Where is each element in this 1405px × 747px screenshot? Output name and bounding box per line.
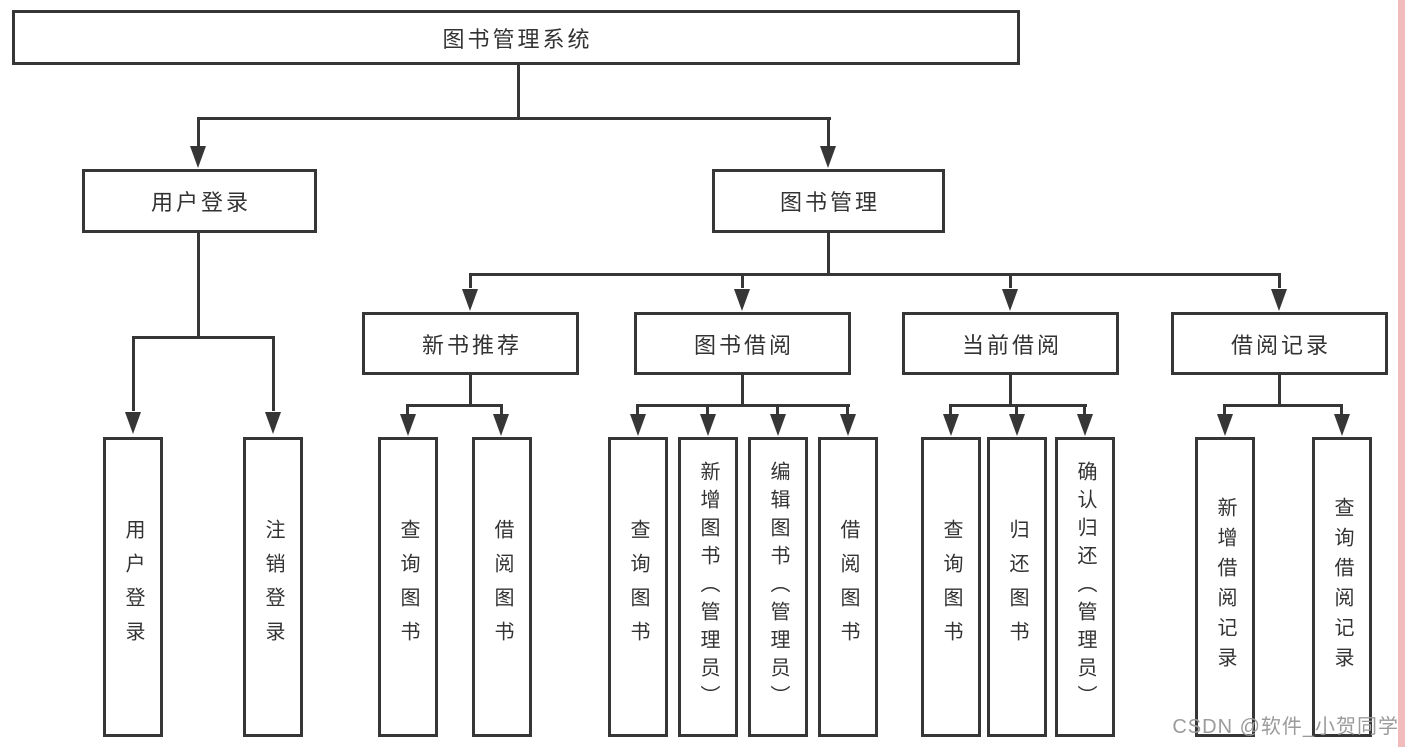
- node-label: 确认归还（管理员）: [1074, 461, 1096, 713]
- node-label: 图书借阅: [693, 332, 794, 358]
- leaf-query-books-borrowing: 查询图书: [608, 437, 668, 737]
- arrow-down-icon: [1009, 414, 1025, 436]
- connector-line: [741, 375, 744, 404]
- connector-line: [827, 120, 830, 147]
- arrow-down-icon: [265, 412, 281, 434]
- arrow-down-icon: [770, 414, 786, 436]
- connector-line: [1340, 407, 1343, 415]
- connector-line: [706, 407, 709, 415]
- connector-line: [1009, 276, 1012, 288]
- node-label: 查询图书: [397, 519, 419, 655]
- leaf-user-login: 用户登录: [103, 437, 163, 737]
- connector-line: [132, 336, 275, 339]
- connector-line: [469, 375, 472, 404]
- connector-line: [1009, 375, 1012, 404]
- connector-line: [1083, 407, 1086, 415]
- arrow-down-icon: [840, 414, 856, 436]
- node-label: 图书管理系统: [442, 26, 593, 52]
- connector-line: [636, 407, 639, 415]
- connector-line: [406, 407, 409, 415]
- node-label: 新增图书（管理员）: [697, 461, 719, 713]
- arrow-down-icon: [943, 414, 959, 436]
- node-label: 查询借阅记录: [1331, 497, 1353, 677]
- connector-line: [1223, 407, 1226, 415]
- node-label: 查询图书: [940, 519, 962, 655]
- node-label: 新书推荐: [421, 332, 522, 358]
- leaf-logout: 注销登录: [243, 437, 303, 737]
- connector-line: [500, 407, 503, 415]
- connector-line: [949, 407, 952, 415]
- connector-line: [846, 407, 849, 415]
- node-label: 用户登录: [150, 190, 251, 215]
- connector-line: [1278, 375, 1281, 404]
- connector-line: [827, 233, 830, 273]
- arrow-down-icon: [1002, 289, 1018, 311]
- arrow-down-icon: [1077, 414, 1093, 436]
- leaf-return-books: 归还图书: [987, 437, 1047, 737]
- node-label: 注销登录: [262, 519, 284, 655]
- node-label: 借阅图书: [837, 519, 859, 655]
- connector-line: [406, 404, 503, 407]
- node-new-book-recommendation: 新书推荐: [362, 312, 579, 375]
- node-label: 编辑图书（管理员）: [767, 461, 789, 713]
- node-label: 借阅记录: [1230, 332, 1331, 358]
- arrow-down-icon: [734, 289, 750, 311]
- connector-line: [1278, 276, 1281, 288]
- connector-line: [132, 339, 135, 411]
- csdn-watermark: CSDN @软件_小贺同学: [1172, 716, 1399, 738]
- right-edge-strip: [1398, 0, 1405, 747]
- arrow-down-icon: [400, 414, 416, 436]
- leaf-add-borrow-record: 新增借阅记录: [1195, 437, 1255, 737]
- arrow-down-icon: [462, 289, 478, 311]
- arrow-down-icon: [125, 412, 141, 434]
- arrow-down-icon: [190, 146, 206, 168]
- connector-line: [272, 339, 275, 411]
- arrow-down-icon: [630, 414, 646, 436]
- leaf-edit-book-admin: 编辑图书（管理员）: [748, 437, 808, 737]
- connector-line: [469, 276, 472, 288]
- node-label: 借阅图书: [491, 519, 513, 655]
- leaf-borrow-books-recommend: 借阅图书: [472, 437, 532, 737]
- leaf-confirm-return-admin: 确认归还（管理员）: [1055, 437, 1115, 737]
- node-label: 图书管理: [779, 190, 880, 215]
- node-library-management-system: 图书管理系统: [12, 10, 1020, 65]
- leaf-query-books-current: 查询图书: [921, 437, 981, 737]
- connector-line: [776, 407, 779, 415]
- node-current-borrowing: 当前借阅: [902, 312, 1119, 375]
- node-borrowing-records: 借阅记录: [1171, 312, 1388, 375]
- leaf-query-borrow-record: 查询借阅记录: [1312, 437, 1372, 737]
- leaf-add-book-admin: 新增图书（管理员）: [678, 437, 738, 737]
- connector-line: [197, 117, 831, 120]
- connector-line: [469, 273, 1281, 276]
- leaf-query-books-recommend: 查询图书: [378, 437, 438, 737]
- arrow-down-icon: [1217, 414, 1233, 436]
- node-label: 归还图书: [1006, 519, 1028, 655]
- connector-line: [949, 404, 1087, 407]
- node-label: 用户登录: [122, 519, 144, 655]
- connector-line: [741, 276, 744, 288]
- connector-line: [517, 65, 520, 117]
- arrow-down-icon: [1271, 289, 1287, 311]
- arrow-down-icon: [700, 414, 716, 436]
- connector-line: [197, 233, 200, 336]
- node-label: 当前借阅: [961, 332, 1062, 358]
- connector-line: [1015, 407, 1018, 415]
- node-book-management: 图书管理: [712, 169, 945, 233]
- arrow-down-icon: [820, 146, 836, 168]
- leaf-borrow-books-borrowing: 借阅图书: [818, 437, 878, 737]
- node-book-borrowing: 图书借阅: [634, 312, 851, 375]
- arrow-down-icon: [1334, 414, 1350, 436]
- node-user-login: 用户登录: [82, 169, 317, 233]
- connector-line: [1223, 404, 1343, 407]
- arrow-down-icon: [493, 414, 509, 436]
- node-label: 新增借阅记录: [1214, 497, 1236, 677]
- connector-line: [197, 120, 200, 147]
- node-label: 查询图书: [627, 519, 649, 655]
- connector-line: [636, 404, 850, 407]
